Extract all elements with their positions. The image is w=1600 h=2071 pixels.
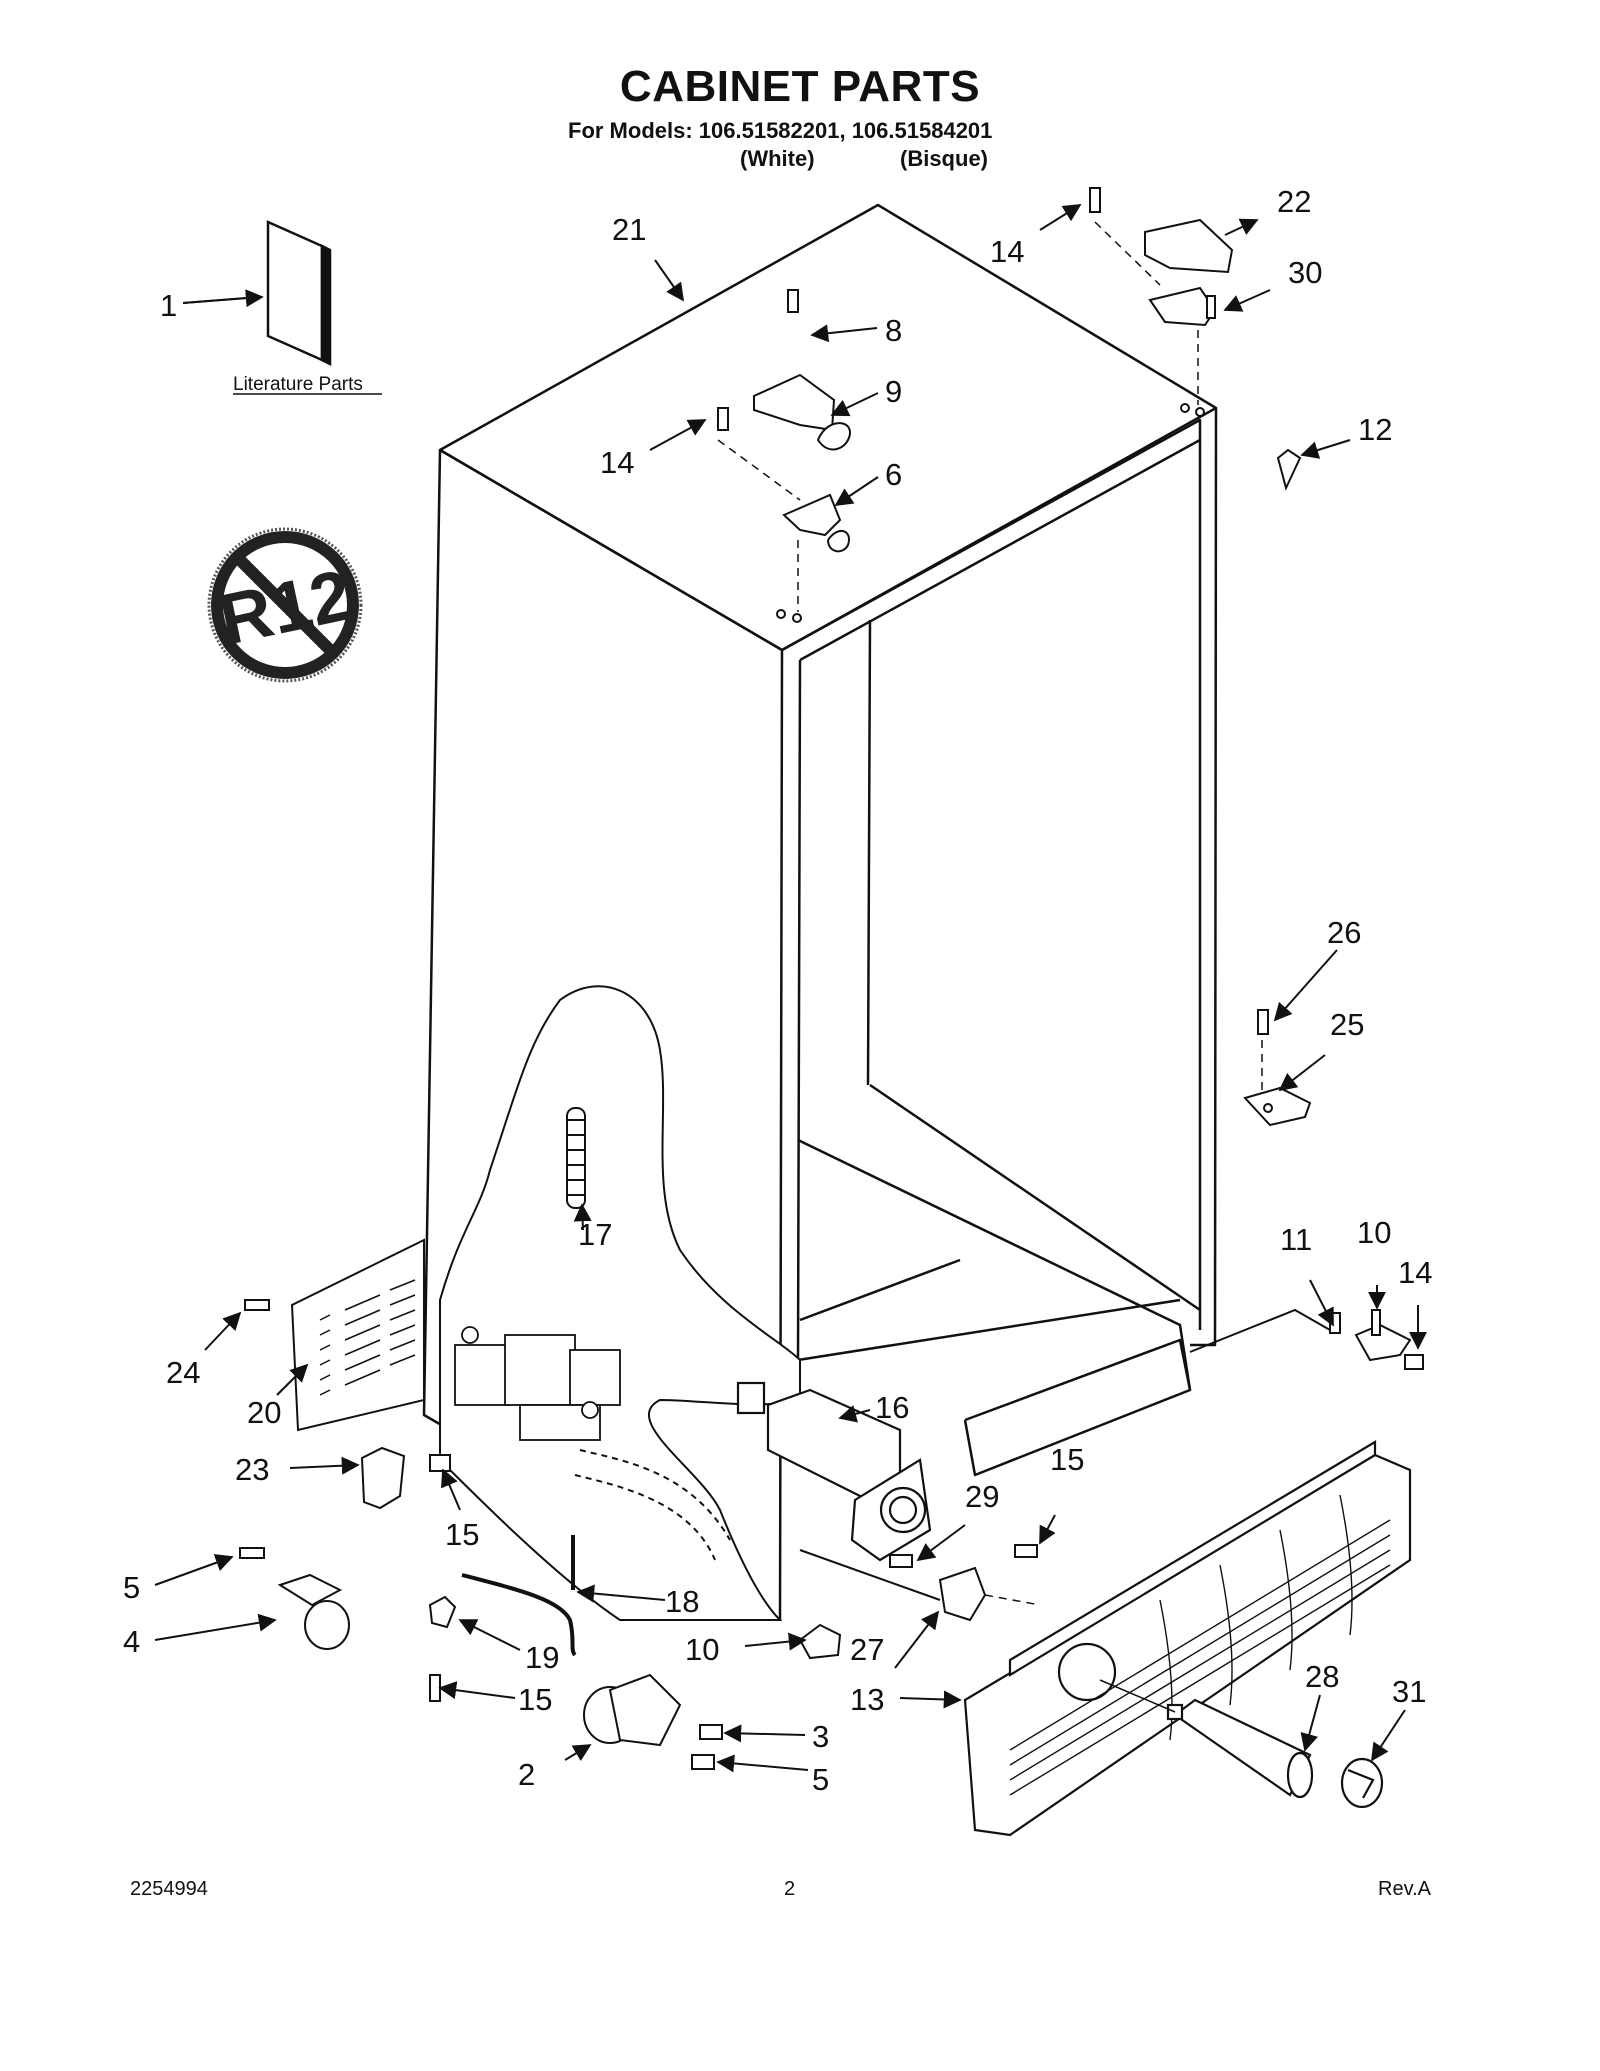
literature-booklet-icon xyxy=(266,220,332,367)
callout-25: 25 xyxy=(1330,1007,1364,1042)
water-filter-28 xyxy=(1166,1698,1314,1799)
callout-3: 3 xyxy=(812,1719,829,1754)
rear-panel-vents xyxy=(319,1279,416,1396)
callout-2: 2 xyxy=(518,1757,535,1792)
callout-4: 4 xyxy=(123,1624,140,1659)
callout-1: 1 xyxy=(160,288,177,323)
literature-label: Literature Parts xyxy=(233,374,363,395)
callout-6: 6 xyxy=(885,457,902,492)
callout-20: 20 xyxy=(247,1395,281,1430)
roller-assembly-4-icon xyxy=(239,1547,350,1650)
valve-assembly-icon xyxy=(454,1326,621,1441)
bracket-26-25-icon xyxy=(1243,1009,1312,1127)
page-title: CABINET PARTS xyxy=(619,62,981,111)
callout-15b: 15 xyxy=(1050,1442,1084,1477)
callout-11: 11 xyxy=(1280,1222,1312,1257)
filter-housing-16 xyxy=(736,1381,932,1562)
document-number: 2254994 xyxy=(130,1878,208,1900)
callout-10a: 10 xyxy=(1357,1215,1391,1250)
callout-5b: 5 xyxy=(812,1762,829,1797)
callout-18: 18 xyxy=(665,1584,699,1619)
tube-18-19-icon xyxy=(461,1535,577,1657)
callout-14b: 14 xyxy=(600,445,634,480)
callout-21: 21 xyxy=(612,212,646,247)
models-line: For Models: 106.51582201, 106.51584201 xyxy=(568,118,993,143)
callout-9: 9 xyxy=(885,374,902,409)
hinge-10-11-14-icon xyxy=(1329,1309,1424,1370)
callout-17: 17 xyxy=(578,1217,612,1252)
bracket-23-icon xyxy=(360,1446,451,1510)
page-number: 2 xyxy=(784,1878,796,1900)
roller-assembly-2-icon xyxy=(583,1673,723,1770)
water-line-dashed xyxy=(574,1449,731,1561)
top-hinge-assembly xyxy=(717,289,851,623)
callout-16: 16 xyxy=(875,1390,909,1425)
callout-14c: 14 xyxy=(1398,1255,1432,1290)
callout-28: 28 xyxy=(1305,1659,1339,1694)
revision-label: Rev.A xyxy=(1378,1878,1431,1900)
variant-white: (White) xyxy=(740,146,815,171)
bracket-27-icon xyxy=(889,1544,1038,1622)
callout-31: 31 xyxy=(1392,1674,1426,1709)
callout-22: 22 xyxy=(1277,184,1311,219)
callout-19: 19 xyxy=(525,1640,559,1675)
callout-24: 24 xyxy=(166,1355,200,1390)
callout-12: 12 xyxy=(1358,412,1392,447)
callout-23: 23 xyxy=(235,1452,269,1487)
clip-icon xyxy=(1276,448,1302,491)
cabinet-cutaway xyxy=(439,985,801,1621)
no-r12-badge-icon: R12 xyxy=(207,527,363,683)
callout-10b: 10 xyxy=(685,1632,719,1667)
callout-15a: 15 xyxy=(445,1517,479,1552)
drain-tube-icon xyxy=(566,1107,586,1209)
callout-5a: 5 xyxy=(123,1570,140,1605)
leader-arrows xyxy=(154,204,1427,1773)
callout-15c: 15 xyxy=(518,1682,552,1717)
callout-30: 30 xyxy=(1288,255,1322,290)
variant-bisque: (Bisque) xyxy=(900,146,988,171)
screw-24-icon xyxy=(244,1299,270,1311)
callout-29: 29 xyxy=(965,1479,999,1514)
callout-8: 8 xyxy=(885,313,902,348)
callout-27: 27 xyxy=(850,1632,884,1667)
right-top-hinge-assembly xyxy=(1089,187,1234,417)
callout-14a: 14 xyxy=(990,234,1024,269)
support-10-icon xyxy=(798,1623,842,1660)
callout-13: 13 xyxy=(850,1682,884,1717)
grille-slots xyxy=(1009,1494,1391,1796)
clip-19-icon xyxy=(428,1595,457,1702)
filter-cap-31 xyxy=(1340,1757,1384,1809)
callout-26: 26 xyxy=(1327,915,1361,950)
